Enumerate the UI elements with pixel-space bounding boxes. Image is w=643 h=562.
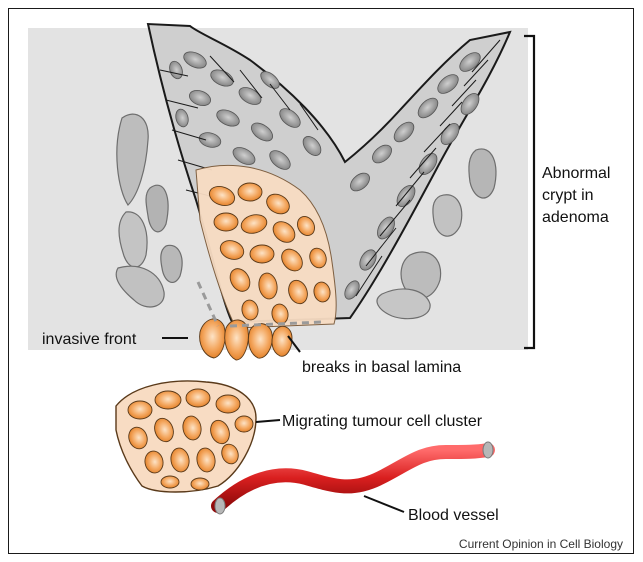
tumour-cell bbox=[238, 183, 262, 201]
tumour-cell bbox=[128, 401, 152, 419]
vessel-end bbox=[483, 442, 493, 458]
label-abnormal-crypt-2: crypt in bbox=[542, 187, 594, 204]
tumour-cell bbox=[186, 389, 210, 407]
tumour-cell bbox=[200, 319, 226, 358]
label-abnormal-crypt-1: Abnormal bbox=[542, 165, 610, 182]
figure-caption: Current Opinion in Cell Biology bbox=[459, 537, 623, 551]
tumour-cell bbox=[155, 391, 181, 409]
stromal-cell bbox=[433, 195, 462, 236]
vessel-end bbox=[215, 498, 225, 514]
tumour-cell bbox=[248, 324, 272, 359]
tumour-cell bbox=[214, 213, 238, 231]
label-invasive-front: invasive front bbox=[42, 331, 137, 348]
stromal-cell bbox=[161, 245, 182, 282]
tumour-cell bbox=[191, 478, 209, 490]
tumour-cell bbox=[235, 416, 253, 432]
tumour-cell bbox=[216, 395, 240, 413]
tumour-cell bbox=[250, 245, 274, 263]
label-vessel: Blood vessel bbox=[408, 507, 499, 524]
stromal-cell bbox=[469, 149, 496, 198]
tumour-cell bbox=[272, 326, 292, 356]
label-abnormal-crypt-3: adenoma bbox=[542, 209, 609, 226]
label-breaks: breaks in basal lamina bbox=[302, 359, 461, 376]
blood-vessel bbox=[218, 450, 488, 506]
label-cluster: Migrating tumour cell cluster bbox=[282, 413, 483, 430]
tumour-cell bbox=[161, 476, 179, 488]
